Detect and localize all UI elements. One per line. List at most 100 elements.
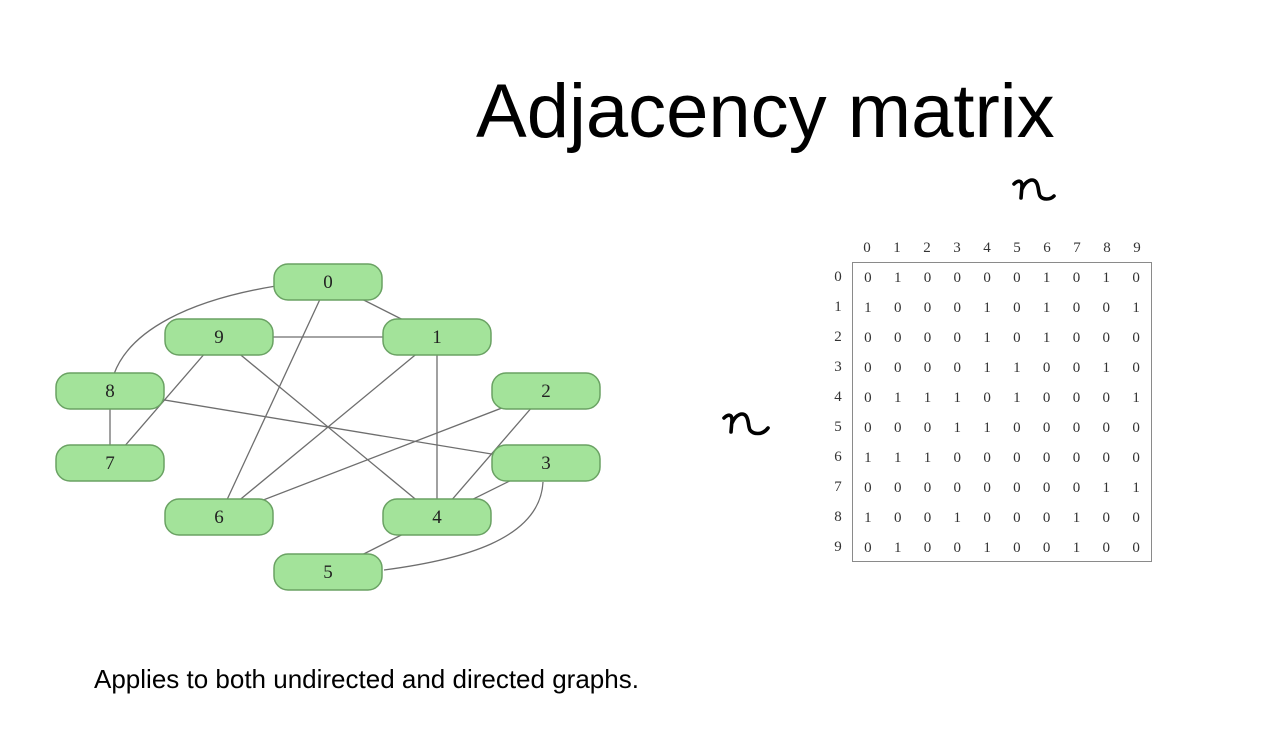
matrix-cell: 1 [953, 420, 962, 436]
node-label-7: 7 [105, 453, 115, 474]
matrix-col-header: 6 [1043, 240, 1051, 256]
matrix-col-header: 3 [953, 240, 961, 256]
matrix-cell: 1 [1132, 480, 1140, 496]
matrix-cell: 0 [1102, 300, 1111, 316]
edge-4-9 [218, 336, 438, 518]
matrix-row-header: 7 [834, 479, 842, 495]
matrix-cell: 0 [1072, 420, 1081, 436]
node-label-6: 6 [214, 507, 224, 528]
matrix-row-header: 8 [834, 509, 842, 525]
matrix-cell: 1 [1132, 390, 1140, 406]
matrix-row-header: 4 [834, 389, 842, 405]
caption-text: Applies to both undirected and directed … [94, 664, 639, 694]
matrix-cell: 0 [1013, 450, 1021, 466]
node-label-4: 4 [432, 507, 442, 528]
matrix-cell: 1 [1102, 360, 1111, 376]
matrix-cell: 0 [893, 480, 902, 496]
matrix-cell: 0 [923, 300, 932, 316]
matrix-cell: 0 [1042, 510, 1051, 526]
matrix-cell: 1 [983, 540, 991, 556]
matrix-cell: 0 [893, 300, 902, 316]
node-box-8 [55, 372, 165, 410]
matrix-cell: 0 [1042, 420, 1051, 436]
matrix-col-header: 2 [923, 240, 931, 256]
matrix-cell: 0 [1013, 300, 1021, 316]
matrix-cell: 0 [1102, 420, 1111, 436]
node-9: 9 [164, 318, 274, 356]
matrix-cell: 0 [1102, 330, 1111, 346]
matrix-cell: 0 [1102, 450, 1111, 466]
matrix-cell: 1 [983, 420, 991, 436]
node-label-9: 9 [214, 327, 224, 348]
matrix-cell: 0 [864, 330, 872, 346]
matrix-cell: 0 [1072, 480, 1081, 496]
matrix-col-header: 5 [1013, 240, 1021, 256]
matrix-col-header: 0 [863, 240, 871, 256]
node-box-4 [382, 498, 492, 536]
matrix-cell: 0 [1042, 390, 1051, 406]
matrix-cell: 0 [864, 390, 872, 406]
matrix-cell: 1 [1013, 360, 1021, 376]
matrix-cell: 0 [1072, 300, 1081, 316]
matrix-cell: 0 [1102, 390, 1111, 406]
matrix-cell: 0 [893, 510, 902, 526]
matrix-cell: 0 [983, 270, 991, 286]
node-box-1 [382, 318, 492, 356]
matrix-cell: 0 [1072, 270, 1081, 286]
matrix-cell: 1 [1042, 270, 1051, 286]
matrix-row-header: 1 [834, 299, 842, 315]
matrix-col-header: 9 [1133, 240, 1141, 256]
matrix-cell: 1 [1013, 390, 1021, 406]
matrix-row-header: 5 [834, 419, 842, 435]
matrix-cell: 0 [1132, 450, 1140, 466]
node-8: 8 [55, 372, 165, 410]
node-4: 4 [382, 498, 492, 536]
matrix-cell: 0 [1132, 420, 1140, 436]
matrix-cell: 1 [923, 390, 932, 406]
matrix-cell: 0 [1132, 360, 1140, 376]
matrix-cell: 0 [923, 510, 932, 526]
matrix-cell: 0 [864, 480, 872, 496]
node-label-0: 0 [323, 272, 333, 293]
matrix-cell: 0 [1102, 510, 1111, 526]
matrix-cell: 0 [1013, 540, 1021, 556]
matrix-cell: 0 [953, 360, 962, 376]
node-0: 0 [273, 263, 383, 301]
matrix-cell: 1 [864, 300, 872, 316]
matrix-col-header: 1 [893, 240, 901, 256]
slide-title: Adjacency matrix [476, 69, 1055, 154]
edge-3-5 [383, 481, 544, 571]
node-1: 1 [382, 318, 492, 356]
matrix-cell: 0 [923, 540, 932, 556]
node-box-3 [491, 444, 601, 482]
matrix-cell: 0 [893, 330, 902, 346]
matrix-cell: 1 [983, 300, 991, 316]
matrix-cell: 0 [983, 450, 991, 466]
matrix-cell: 0 [1013, 270, 1021, 286]
matrix-cell: 1 [923, 450, 932, 466]
matrix-cell: 0 [1013, 330, 1021, 346]
node-label-8: 8 [105, 381, 115, 402]
matrix-cell: 0 [923, 330, 932, 346]
matrix-cell: 1 [893, 540, 902, 556]
matrix-cell: 1 [1042, 330, 1051, 346]
node-label-5: 5 [323, 562, 333, 583]
matrix-cell: 0 [953, 480, 962, 496]
matrix-cell: 0 [953, 540, 962, 556]
matrix-cell: 0 [1013, 480, 1021, 496]
matrix-cell: 1 [1072, 540, 1081, 556]
matrix-cell: 0 [864, 270, 872, 286]
matrix-cell: 1 [953, 510, 962, 526]
handwritten-n-left [722, 412, 770, 436]
matrix-cell: 1 [864, 450, 872, 466]
matrix-row-header: 6 [834, 449, 842, 465]
node-label-1: 1 [432, 327, 442, 348]
matrix-cell: 0 [1072, 360, 1081, 376]
matrix-cell: 0 [1132, 510, 1140, 526]
node-label-2: 2 [541, 381, 551, 402]
